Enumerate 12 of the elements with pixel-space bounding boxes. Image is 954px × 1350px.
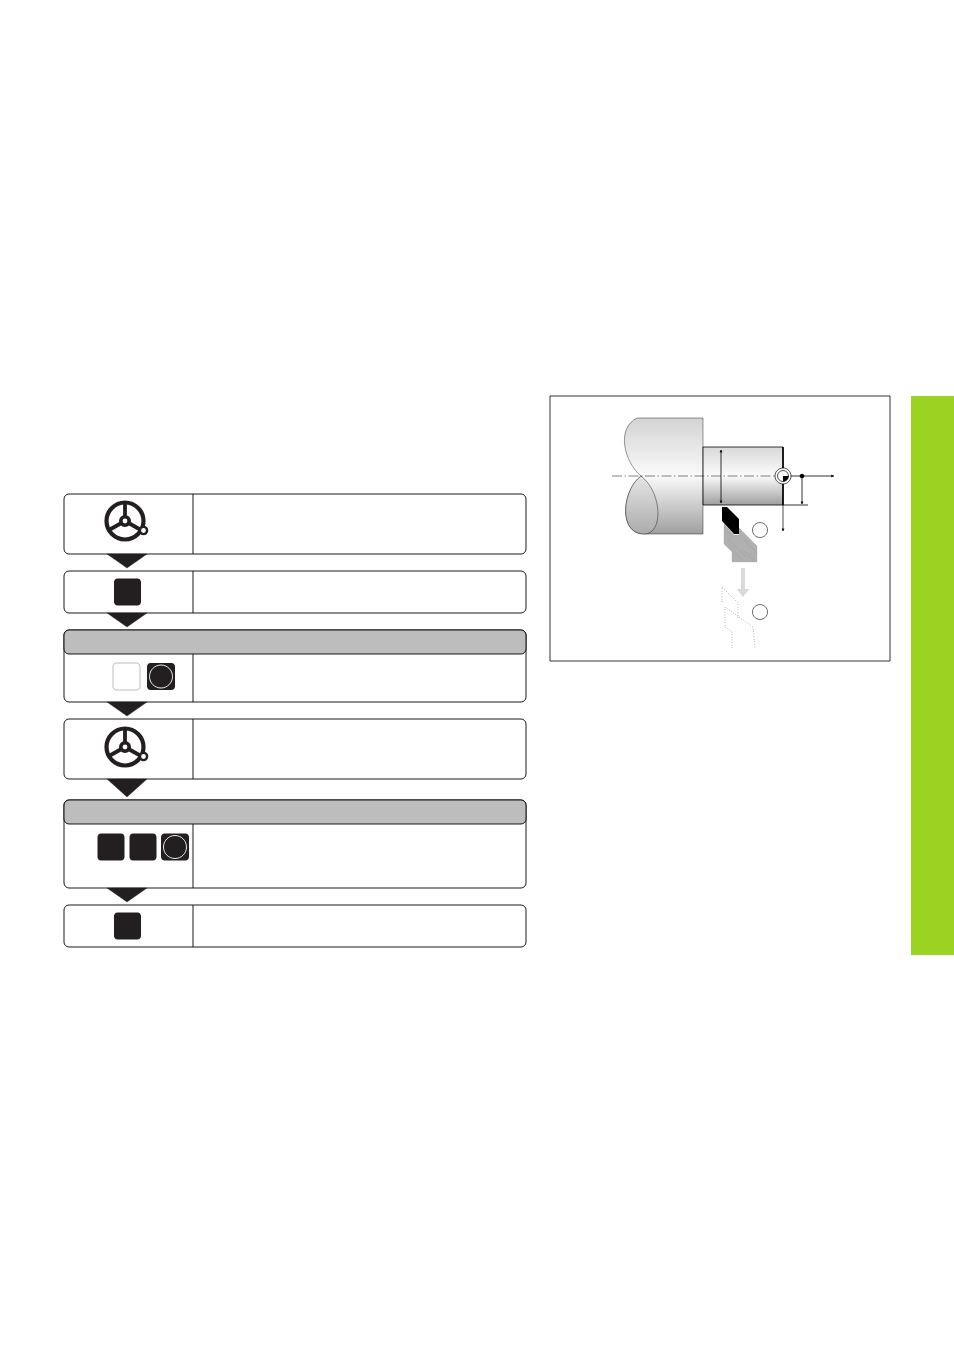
arrow (106, 553, 148, 569)
arrow (106, 701, 148, 717)
header-band (63, 629, 527, 655)
step-box (63, 493, 527, 555)
arrow (106, 612, 148, 628)
step-box (63, 904, 527, 948)
arrow (106, 778, 148, 798)
step-box (63, 718, 527, 780)
step-box (63, 570, 527, 614)
arrow (106, 887, 148, 903)
side-tab (911, 396, 954, 955)
header-band (63, 799, 527, 825)
